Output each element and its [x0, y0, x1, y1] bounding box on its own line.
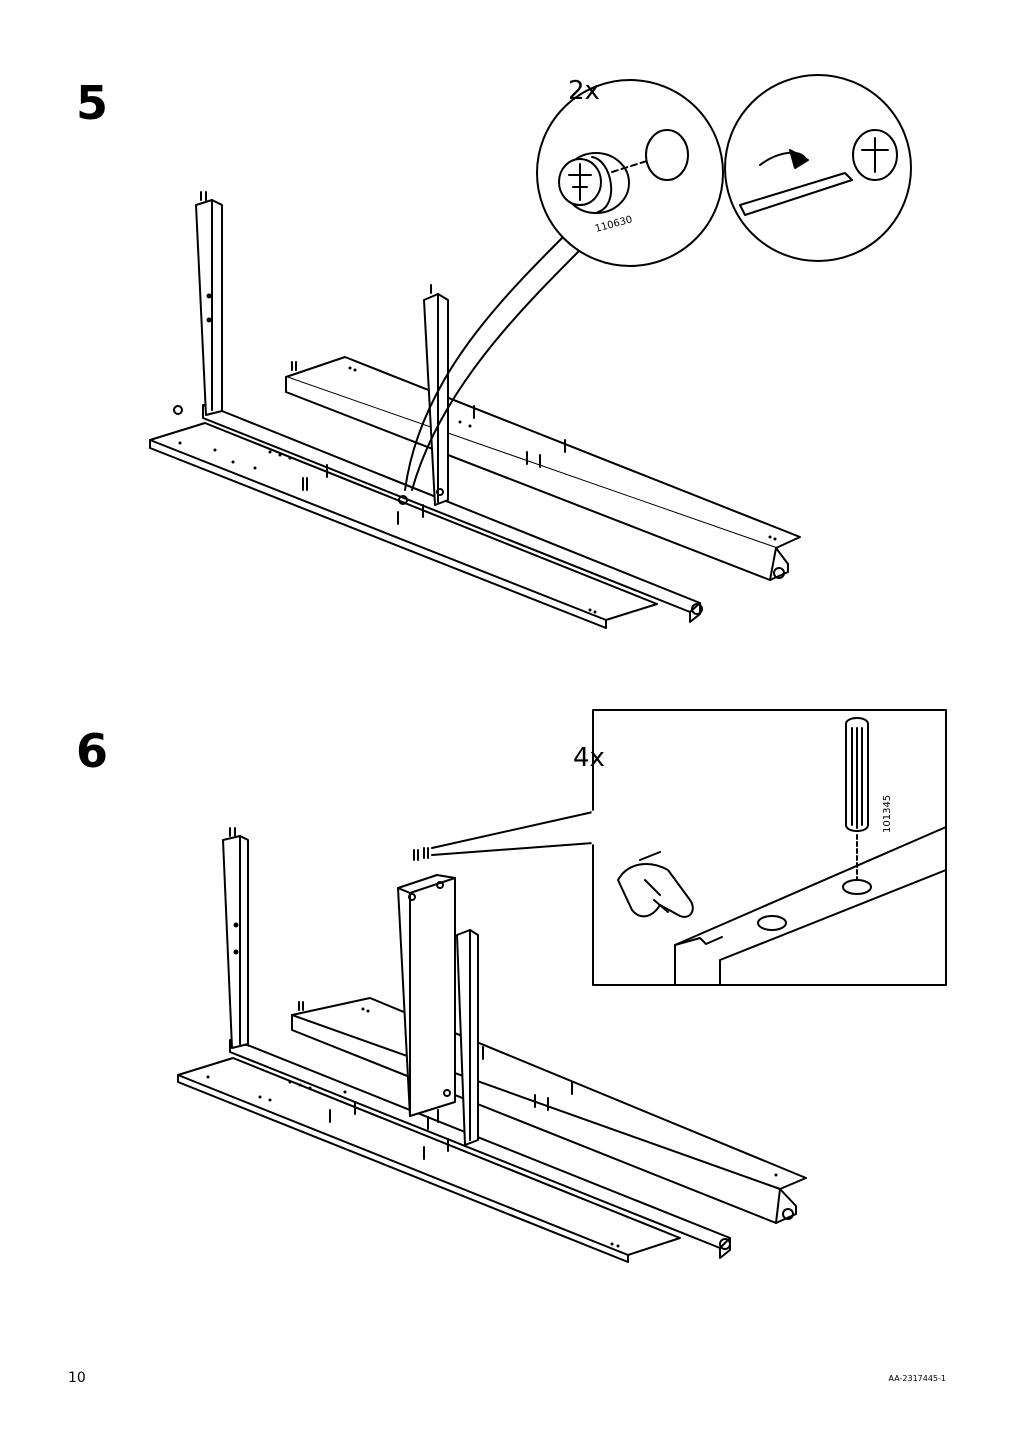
back-rail [285, 356, 801, 581]
hole-dots-6 [206, 1007, 778, 1248]
part-number-label-6: 101345 [882, 795, 893, 833]
step-6-illustration: 101345 [177, 709, 947, 1263]
dowel-detail-box: 101345 [591, 709, 947, 986]
document-id: AA-2317445-1 [888, 1374, 946, 1383]
left-post-6 [222, 827, 249, 1049]
step-5-illustration: 110630 [149, 74, 912, 629]
step-5-number: 5 [76, 76, 109, 130]
dowels [173, 405, 566, 525]
dowels-6 [329, 1046, 573, 1160]
hole-dots [178, 366, 777, 614]
page-number: 10 [68, 1370, 86, 1386]
left-post [195, 191, 223, 416]
step-6-quantity: 4x [573, 743, 605, 773]
step-6-number: 6 [76, 724, 109, 778]
screwdriver-detail [724, 74, 912, 262]
detail-leader-line-6 [431, 811, 594, 856]
detail-leader-line [404, 229, 571, 491]
cam-lock-detail: 110630 [536, 79, 724, 267]
middle-post-6 [456, 929, 479, 1146]
middle-post [423, 284, 449, 506]
upright-panel [397, 847, 456, 1117]
step-5-quantity: 2x [568, 76, 600, 106]
front-board-6 [177, 1057, 681, 1263]
front-board [149, 422, 658, 629]
